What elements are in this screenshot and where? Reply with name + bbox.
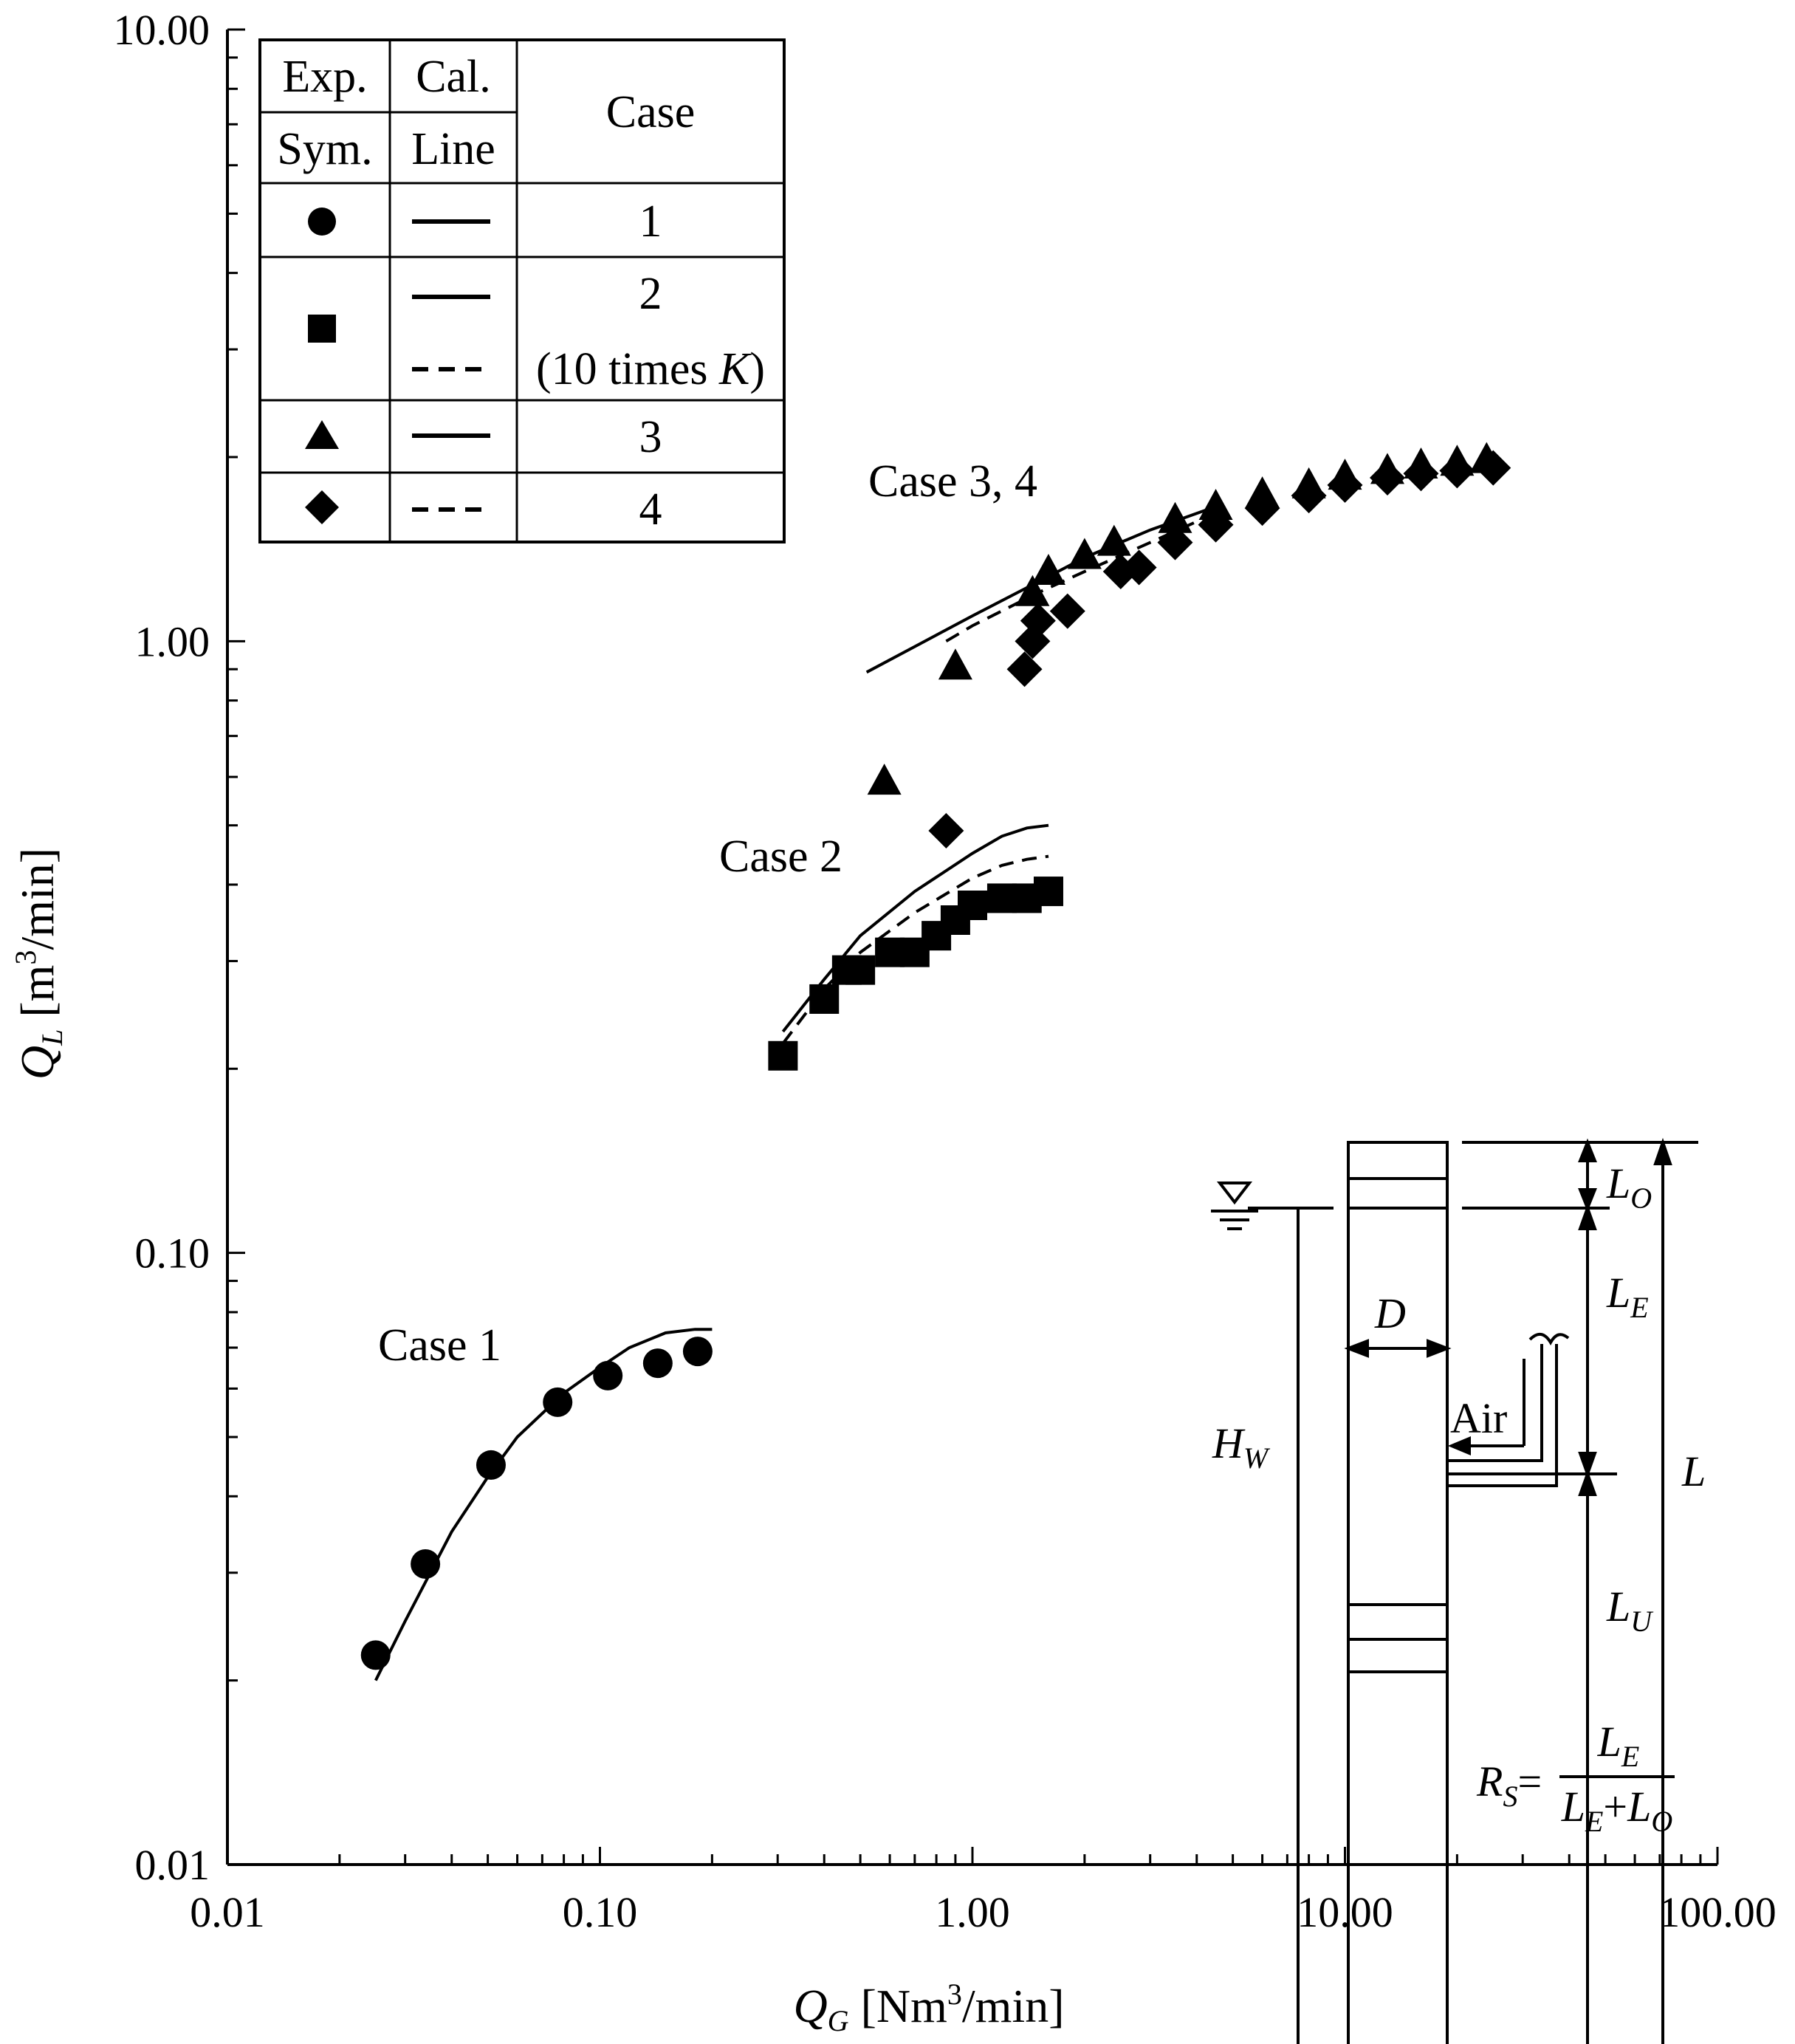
y-tick-label: 0.10 [135, 1230, 210, 1278]
data-point-case-1 [593, 1360, 623, 1390]
data-point-case-2 [875, 937, 905, 967]
y-axis-label: QL [m3/min] [9, 848, 69, 1080]
data-point-case-1 [682, 1337, 713, 1367]
data-point-case-2 [768, 1040, 798, 1071]
svg-text:LE: LE [1597, 1718, 1640, 1773]
data-point-case-4 [1369, 460, 1405, 496]
data-point-case-4 [1439, 453, 1475, 489]
legend-header-case: Case [606, 87, 696, 137]
x-tick-label: 0.10 [563, 1888, 638, 1936]
legend-marker-square [308, 315, 336, 343]
legend-table: Exp. Sym. Cal. Line Case 1 2 (10 times K… [258, 38, 786, 543]
legend-header-line: Line [411, 124, 495, 174]
legend-header-sym: Sym. [277, 124, 372, 174]
label-LO: LO [1606, 1159, 1652, 1215]
label-LE: LE [1606, 1269, 1649, 1324]
x-tick-label: 0.01 [190, 1888, 265, 1936]
data-point-case-1 [642, 1348, 673, 1379]
data-point-case-4 [1475, 450, 1511, 486]
data-point-case-3 [1015, 575, 1050, 606]
data-point-case-4 [1327, 467, 1363, 503]
legend-header-exp: Exp. [282, 52, 367, 102]
data-point-case-2 [809, 984, 840, 1014]
data-point-case-2 [845, 955, 876, 985]
rs-formula: RS= LE LE+LO [1476, 1718, 1675, 1838]
data-point-case-4 [1403, 456, 1439, 492]
label-LU: LU [1606, 1582, 1654, 1638]
y-tick-label: 10.00 [114, 6, 210, 54]
legend-case-4: 4 [639, 484, 662, 535]
data-point-case-1 [411, 1549, 441, 1579]
column-diagram [1211, 1137, 1698, 2044]
annotation-case-3-4: Case 3, 4 [868, 456, 1037, 507]
data-point-case-3 [1198, 489, 1233, 521]
data-point-case-4 [1291, 478, 1327, 514]
data-point-case-2 [1033, 877, 1063, 907]
data-point-case-3 [1067, 538, 1102, 569]
data-point-case-4 [1020, 603, 1056, 639]
data-point-case-4 [1244, 490, 1280, 527]
label-D: D [1374, 1289, 1406, 1337]
legend-case-3: 3 [639, 412, 662, 462]
data-point-case-3 [1031, 553, 1065, 585]
data-point-case-3 [867, 764, 902, 795]
data-point-case-1 [360, 1640, 391, 1670]
y-tick-label: 0.01 [135, 1841, 210, 1889]
calc-line-case-1 [374, 1328, 713, 1681]
data-point-case-1 [543, 1387, 573, 1417]
legend-marker-circle [308, 208, 336, 236]
calc-line-case-2-10-times-K- [781, 854, 1049, 1045]
data-point-case-4 [1157, 524, 1193, 560]
data-point-case-3 [1158, 501, 1192, 533]
legend-case-2: 2 [639, 269, 662, 319]
x-tick-label: 1.00 [935, 1888, 1010, 1936]
data-point-case-4 [1006, 651, 1043, 687]
calculated-lines [374, 505, 1217, 1681]
data-point-case-4 [1049, 593, 1085, 629]
label-air: Air [1450, 1394, 1507, 1442]
legend-frame [258, 38, 786, 543]
y-tick-label: 1.00 [135, 617, 210, 665]
legend-marker-diamond [305, 490, 339, 524]
x-tick-label: 100.00 [1658, 1888, 1777, 1936]
data-point-case-4 [1198, 507, 1234, 543]
x-tick-label: 10.00 [1297, 1888, 1393, 1936]
label-L: L [1681, 1447, 1706, 1495]
svg-text:RS=: RS= [1476, 1757, 1542, 1813]
data-point-case-2 [958, 891, 987, 921]
legend-case-1: 1 [639, 196, 662, 247]
data-point-case-1 [476, 1450, 506, 1480]
legend-header-cal: Cal. [416, 52, 491, 102]
calc-line-case-2 [781, 823, 1049, 1033]
legend-marker-triangle [305, 420, 339, 449]
data-point-case-4 [928, 812, 964, 848]
axes: 0.01 0.10 1.00 10.00 0.01 0.10 1.00 10.00 100.00 [114, 6, 1777, 1936]
data-point-case-2 [986, 883, 1017, 913]
experimental-points [360, 442, 1511, 1670]
data-point-case-4 [1121, 549, 1157, 586]
column-body [1347, 1141, 1449, 2044]
data-point-case-3 [938, 648, 972, 680]
data-point-case-3 [1096, 524, 1131, 556]
legend-case-2-note: (10 times K) [536, 344, 765, 394]
annotation-case-2: Case 2 [719, 831, 842, 882]
annotation-case-1: Case 1 [378, 1320, 501, 1371]
label-HW: HW [1212, 1419, 1271, 1475]
x-axis-label: QG [Nm3/min] [793, 1978, 1064, 2037]
svg-text:LE+LO: LE+LO [1561, 1783, 1673, 1838]
